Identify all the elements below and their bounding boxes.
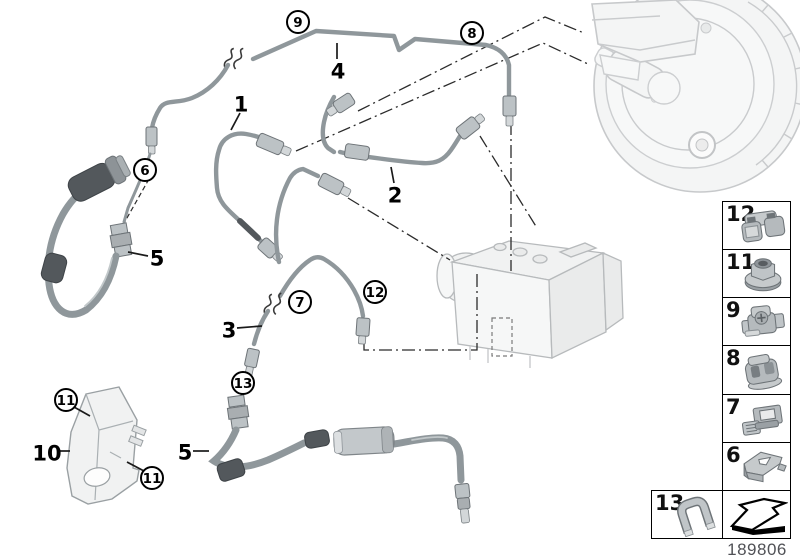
label-leaders [57,43,395,472]
pipe-1-to-abs [273,166,352,265]
clip-double-icon [737,206,789,248]
callout-layer: 9 8 4 1 6 2 5 7 12 3 13 11 10 5 11 [32,10,484,490]
direction-arrow-cell[interactable] [723,490,790,538]
diagram-part-number: 189806 [727,540,787,559]
svg-text:1: 1 [234,93,249,117]
pipe-to-front-hose [122,62,231,224]
sidebar-cell-8[interactable]: 8 [723,346,790,395]
svg-text:7: 7 [295,295,304,311]
svg-text:10: 10 [32,442,61,466]
sidebar-cell-9[interactable]: 9 [723,298,790,347]
pipe-to-abs-port [277,255,371,345]
pipe-4 [250,28,517,127]
callout-13[interactable]: 13 [231,371,255,395]
callout-11[interactable]: 11 [54,388,78,412]
sidebar-cell-number: 7 [726,394,741,419]
pipe-clip-b-icon [737,351,789,393]
svg-text:2: 2 [388,184,403,208]
svg-text:5: 5 [178,441,193,465]
pipe-1 [213,131,292,262]
spring-clip-icon [737,447,789,489]
callout-3[interactable]: 3 [222,319,237,343]
svg-text:11: 11 [57,393,76,409]
callout-11[interactable]: 11 [140,466,164,490]
brake-booster-ghost [591,0,800,193]
flange-nut-icon [737,254,789,296]
callout-1[interactable]: 1 [234,93,249,117]
brake-hose-front-lower [208,394,471,524]
cover-bracket [66,386,147,505]
callout-4[interactable]: 4 [331,60,346,84]
brake-hose-front-upper [40,155,133,318]
sidebar-cell-number: 9 [726,298,741,323]
sidebar-cell-11[interactable]: 11 [723,250,790,299]
svg-text:4: 4 [331,60,346,84]
callout-5[interactable]: 5 [150,247,165,271]
sidebar-cell-number: 8 [726,346,741,371]
pipe-3 [244,308,271,377]
pipe-clip-a-icon [737,302,789,344]
svg-text:9: 9 [293,15,302,31]
sidebar-cell-13[interactable]: 13 [651,489,723,539]
locator-lines [122,16,589,405]
u-clip-icon [669,495,721,537]
svg-text:8: 8 [467,26,476,42]
svg-text:13: 13 [234,376,253,392]
callout-12[interactable]: 12 [363,280,387,304]
callout-9[interactable]: 9 [286,10,310,34]
direction-arrow-icon [726,494,788,536]
svg-text:11: 11 [143,471,162,487]
callout-2[interactable]: 2 [388,184,403,208]
svg-text:6: 6 [140,163,149,179]
svg-text:3: 3 [222,319,237,343]
callout-6[interactable]: 6 [133,158,157,182]
abs-hydro-unit-ghost [436,240,624,368]
sidebar-cell-number: 6 [726,442,741,467]
callout-7[interactable]: 7 [288,290,312,314]
sidebar-cell-7[interactable]: 7 [723,394,790,443]
callout-10[interactable]: 10 [32,442,61,466]
svg-text:5: 5 [150,247,165,271]
pipe-2 [320,92,486,166]
sidebar-cell-12[interactable]: 12 [723,202,790,251]
svg-text:12: 12 [366,285,385,301]
sidebar-cell-6[interactable]: 6 [723,442,790,491]
sidebar-cell-number: 11 [726,250,756,275]
callout-5[interactable]: 5 [178,441,193,465]
pipe-holder-icon [737,399,789,441]
callout-8[interactable]: 8 [460,21,484,45]
pipe-break-mark-top [223,47,244,70]
